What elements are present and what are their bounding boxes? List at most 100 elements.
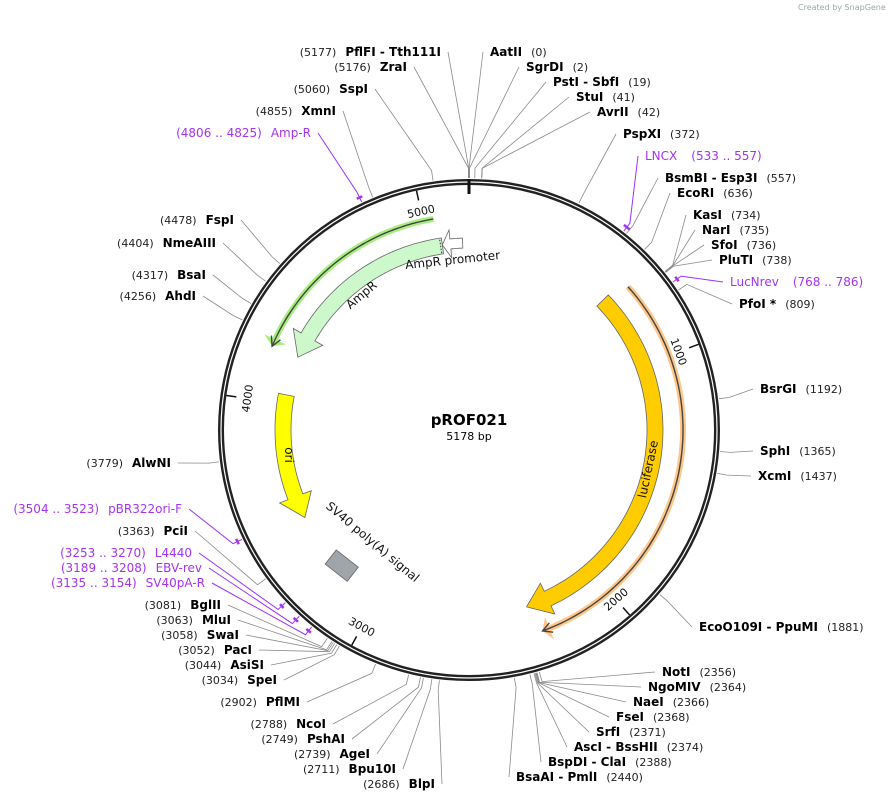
primer-pbr322ori-f[interactable]: (3504 .. 3523)pBR322ori-F (13, 502, 182, 516)
restriction-site-ecori[interactable]: EcoRI(636) (677, 186, 753, 200)
ampr-feature[interactable] (292, 237, 445, 358)
restriction-site-bsai[interactable]: (4317)BsaI (132, 268, 206, 282)
primer-amp-r[interactable]: (4806 .. 4825)Amp-R (176, 126, 311, 140)
restriction-site-sgrdi[interactable]: SgrDI(2) (526, 60, 588, 74)
sv40-poly-a-signal-feature[interactable] (324, 549, 359, 582)
restriction-site-xcmi[interactable]: XcmI(1437) (758, 469, 837, 483)
restriction-site-pflfi-tth111i[interactable]: (5177)PflFI - Tth111I (300, 45, 441, 59)
restriction-site-pcii[interactable]: (3363)PciI (118, 524, 188, 538)
restriction-site-naei[interactable]: NaeI(2366) (633, 695, 709, 709)
restriction-site-psti-sbfi[interactable]: PstI - SbfI(19) (553, 75, 651, 89)
tick-label: 3000 (346, 615, 377, 640)
restriction-site-bspdi-clai[interactable]: BspDI - ClaI(2388) (548, 755, 672, 769)
restriction-site-pflmi[interactable]: (2902)PflMI (220, 695, 300, 709)
site-name: XcmI (758, 469, 791, 483)
restriction-site-bsrgi[interactable]: BsrGI(1192) (760, 382, 842, 396)
svg-text:FseI(2368): FseI(2368) (616, 710, 690, 724)
svg-text:(4404)NmeAIII: (4404)NmeAIII (117, 236, 216, 250)
restriction-site-ngomiv[interactable]: NgoMIV(2364) (648, 680, 746, 694)
primer-sv40pa-r[interactable]: (3135 .. 3154)SV40pA-R (51, 576, 205, 590)
primer-lncx[interactable]: LNCX(533 .. 557) (645, 149, 762, 163)
restriction-site-spei[interactable]: (3034)SpeI (202, 673, 277, 687)
site-name: SphI (760, 444, 790, 458)
svg-text:(3052)PacI: (3052)PacI (178, 643, 252, 657)
site-name: PacI (224, 643, 252, 657)
site-position: (4404) (117, 237, 154, 250)
svg-text:(3253 .. 3270)L4440: (3253 .. 3270)L4440 (60, 546, 192, 560)
restriction-site-fspi[interactable]: (4478)FspI (160, 213, 234, 227)
primer-name: Amp-R (271, 126, 311, 140)
site-position: (2356) (700, 666, 737, 679)
restriction-site-srfi[interactable]: SrfI(2371) (596, 725, 666, 739)
primer-range: (768 .. 786) (793, 275, 863, 289)
orf-highlight (264, 216, 434, 347)
restriction-site-asci-bsshii[interactable]: AscI - BssHII(2374) (574, 740, 703, 754)
svg-text:AscI - BssHII(2374): AscI - BssHII(2374) (574, 740, 703, 754)
restriction-site-sspi[interactable]: (5060)SspI (294, 82, 368, 96)
primer-leader-line (317, 132, 363, 203)
svg-text:(2686)BlpI: (2686)BlpI (363, 777, 435, 791)
restriction-site-pspxi[interactable]: PspXI(372) (623, 127, 700, 141)
primer-lucnrev[interactable]: LucNrev(768 .. 786) (730, 275, 863, 289)
restriction-site-swai[interactable]: (3058)SwaI (161, 628, 239, 642)
site-leader-line (376, 677, 424, 755)
restriction-site-ahdi[interactable]: (4256)AhdI (120, 289, 196, 303)
restriction-site-zrai[interactable]: (5176)ZraI (334, 60, 407, 74)
site-leader-line (402, 679, 433, 770)
site-name: SgrDI (526, 60, 564, 74)
svg-text:NotI(2356): NotI(2356) (662, 665, 736, 679)
restriction-site-noti[interactable]: NotI(2356) (662, 665, 736, 679)
restriction-site-blpi[interactable]: (2686)BlpI (363, 777, 435, 791)
restriction-site-mlui[interactable]: (3063)MluI (156, 613, 231, 627)
restriction-site-paci[interactable]: (3052)PacI (178, 643, 252, 657)
restriction-site-bpu10i[interactable]: (2711)Bpu10I (303, 762, 396, 776)
primer-ebv-rev[interactable]: (3189 .. 3208)EBV-rev (61, 561, 202, 575)
restriction-site-bsaai-pmli[interactable]: BsaAI - PmlI(2440) (516, 770, 643, 784)
site-leader-line (535, 672, 610, 718)
restriction-site-nmeaiii[interactable]: (4404)NmeAIII (117, 236, 216, 250)
site-name: PshAI (307, 732, 345, 746)
restriction-site-nari[interactable]: NarI(735) (702, 223, 769, 237)
luciferase-feature[interactable] (525, 294, 664, 615)
restriction-site-stui[interactable]: StuI(41) (576, 90, 635, 104)
primer-binding-mark (674, 276, 680, 283)
site-leader-line (469, 66, 520, 178)
primer-l4440[interactable]: (3253 .. 3270)L4440 (60, 546, 192, 560)
svg-text:AatII(0): AatII(0) (490, 45, 547, 59)
restriction-site-sphi[interactable]: SphI(1365) (760, 444, 836, 458)
restriction-site-ncoi[interactable]: (2788)NcoI (251, 717, 326, 731)
svg-text:(2711)Bpu10I: (2711)Bpu10I (303, 762, 396, 776)
restriction-site-asisi[interactable]: (3044)AsiSI (185, 658, 264, 672)
restriction-site-avrii[interactable]: AvrII(42) (597, 105, 660, 119)
restriction-site-pfoi[interactable]: PfoI *(809) (739, 297, 815, 311)
site-name: SspI (339, 82, 368, 96)
restriction-site-bglii[interactable]: (3081)BglII (145, 598, 221, 612)
ampr-promoter-feature[interactable] (441, 228, 464, 260)
primer-range: (3504 .. 3523) (13, 502, 99, 516)
restriction-site-aatii[interactable]: AatII(0) (490, 45, 547, 59)
site-position: (41) (612, 91, 635, 104)
restriction-site-pluti[interactable]: PluTI(738) (719, 253, 792, 267)
restriction-site-alwni[interactable]: (3779)AlwNI (86, 456, 171, 470)
restriction-site-fsei[interactable]: FseI(2368) (616, 710, 690, 724)
restriction-site-pshai[interactable]: (2749)PshAI (261, 732, 345, 746)
site-name: FspI (206, 213, 234, 227)
primer-binding-mark (356, 195, 363, 200)
restriction-site-ecoo109i-ppumi[interactable]: EcoO109I - PpuMI(1881) (699, 620, 864, 634)
restriction-site-kasi[interactable]: KasI(734) (693, 208, 761, 222)
site-position: (2364) (710, 681, 747, 694)
site-position: (3363) (118, 525, 155, 538)
ori-feature[interactable] (274, 392, 312, 519)
site-leader-line (237, 619, 333, 651)
restriction-site-bsmbi-esp3i[interactable]: BsmBI - Esp3I(557) (665, 171, 796, 185)
site-leader-line (659, 594, 693, 628)
restriction-site-xmni[interactable]: (4855)XmnI (256, 104, 336, 118)
svg-text:SphI(1365): SphI(1365) (760, 444, 836, 458)
restriction-site-sfoi[interactable]: SfoI(736) (711, 238, 776, 252)
svg-text:(4478)FspI: (4478)FspI (160, 213, 234, 227)
svg-text:EcoRI(636): EcoRI(636) (677, 186, 753, 200)
site-leader-line (447, 51, 470, 178)
restriction-site-agei[interactable]: (2739)AgeI (294, 747, 370, 761)
site-name: MluI (202, 613, 231, 627)
